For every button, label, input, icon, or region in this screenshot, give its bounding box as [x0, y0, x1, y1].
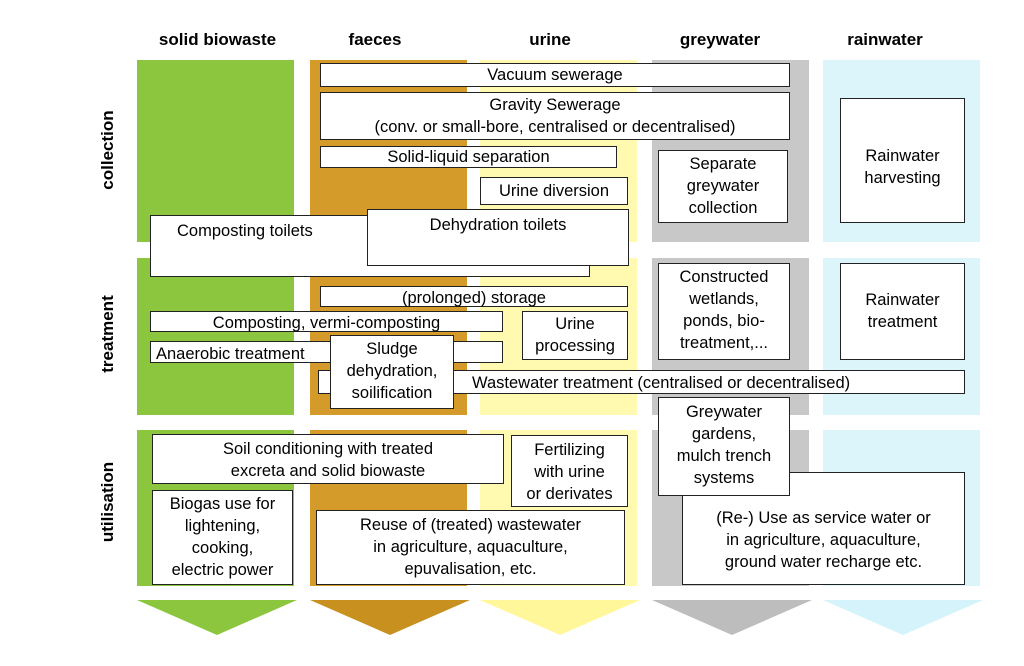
- box-greywater-gardens: Greywater gardens, mulch trench systems: [658, 397, 790, 496]
- box-fertilizing-line1: Fertilizing: [534, 441, 605, 459]
- box-constructed-line1: Constructed: [679, 268, 769, 286]
- box-separate-greywater-line2: greywater: [686, 177, 760, 195]
- header-greywater: greywater: [679, 30, 761, 49]
- box-anaerobic-treatment-text: Anaerobic treatment: [156, 345, 305, 363]
- row-label-utilisation: utilisation: [98, 461, 117, 543]
- box-sludge-line3: soilification: [351, 384, 433, 402]
- box-gravity-sewerage-line2: (conv. or small-bore, centralised or dec…: [374, 118, 736, 136]
- box-vacuum-sewerage: Vacuum sewerage: [320, 63, 790, 87]
- box-urine-diversion-text: Urine diversion: [498, 182, 610, 200]
- box-biogas-line3: cooking,: [191, 539, 254, 557]
- box-composting-vermi: Composting, vermi-composting: [150, 311, 503, 332]
- box-fertilizing-line3: or derivates: [526, 485, 613, 503]
- box-greywater-gardens-line3: mulch trench: [676, 447, 772, 465]
- box-biogas-line4: electric power: [171, 561, 274, 579]
- band-solid-biowaste-treatment: [137, 258, 294, 415]
- box-constructed-wetlands: Constructed wetlands, ponds, bio- treatm…: [658, 263, 790, 360]
- box-gravity-sewerage-line1: Gravity Sewerage: [489, 96, 621, 114]
- arrow-solid-biowaste: [137, 600, 297, 635]
- box-solid-liquid-separation: Solid-liquid separation: [320, 146, 617, 168]
- header-rainwater: rainwater: [847, 30, 923, 49]
- box-constructed-line4: treatment,...: [679, 334, 769, 352]
- box-rainwater-treatment-line1: Rainwater: [865, 291, 940, 309]
- band-solid-biowaste-collection: [137, 60, 294, 242]
- box-service-water-line2: in agriculture, aquaculture,: [726, 531, 921, 549]
- header-urine: urine: [529, 30, 571, 49]
- header-solid-biowaste: solid biowaste: [158, 30, 277, 49]
- box-biogas-line1: Biogas use for: [169, 495, 276, 513]
- box-separate-greywater-line1: Separate: [689, 155, 757, 173]
- box-constructed-line3: ponds, bio-: [683, 312, 765, 330]
- box-service-water-line1: (Re-) Use as service water or: [716, 509, 931, 527]
- box-rainwater-harvesting: Rainwater harvesting: [840, 98, 965, 223]
- box-rainwater-treatment: Rainwater treatment: [840, 263, 965, 360]
- box-sludge-line2: dehydration,: [346, 362, 438, 380]
- box-sludge-dehydration: Sludge dehydration, soilification: [330, 335, 454, 409]
- box-dehydration-toilets: Dehydration toilets: [367, 209, 629, 266]
- box-urine-processing-line1: Urine: [555, 315, 595, 333]
- box-fertilizing: Fertilizing with urine or derivates: [511, 435, 628, 507]
- box-reuse-line2: in agriculture, aquaculture,: [373, 538, 568, 556]
- row-label-treatment: treatment: [98, 295, 117, 373]
- box-constructed-line2: wetlands,: [689, 290, 759, 308]
- box-vacuum-sewerage-text: Vacuum sewerage: [487, 66, 623, 84]
- box-sludge-line1: Sludge: [366, 340, 418, 358]
- arrow-urine: [480, 600, 640, 635]
- box-separate-greywater: Separate greywater collection: [658, 150, 788, 223]
- arrow-greywater: [652, 600, 812, 635]
- box-urine-processing-line2: processing: [535, 337, 615, 355]
- box-soil-conditioning-line2: excreta and solid biowaste: [230, 462, 426, 480]
- box-reuse-line1: Reuse of (treated) wastewater: [359, 516, 582, 534]
- box-biogas: Biogas use for lightening, cooking, elec…: [152, 490, 293, 585]
- box-reuse-wastewater: Reuse of (treated) wastewater in agricul…: [316, 510, 625, 585]
- box-soil-conditioning: Soil conditioning with treated excreta a…: [152, 434, 504, 484]
- box-rainwater-harvesting-line2: harvesting: [864, 169, 941, 187]
- box-greywater-gardens-line4: systems: [693, 469, 755, 487]
- box-gravity-sewerage: Gravity Sewerage (conv. or small-bore, c…: [320, 92, 790, 140]
- box-greywater-gardens-line2: gardens,: [691, 425, 757, 443]
- header-faeces: faeces: [348, 30, 402, 49]
- box-reuse-line3: epuvalisation, etc.: [404, 560, 537, 578]
- box-prolonged-storage: (prolonged) storage: [320, 286, 628, 307]
- box-rainwater-treatment-line2: treatment: [867, 313, 938, 331]
- box-composting-toilets-text: Composting toilets: [177, 222, 313, 240]
- box-greywater-gardens-line1: Greywater: [685, 403, 763, 421]
- arrow-rainwater: [823, 600, 983, 635]
- arrow-faeces: [310, 600, 470, 635]
- box-dehydration-toilets-text: Dehydration toilets: [429, 216, 567, 234]
- box-biogas-line2: lightening,: [184, 517, 261, 535]
- box-fertilizing-line2: with urine: [534, 463, 605, 481]
- box-solid-liquid-separation-text: Solid-liquid separation: [387, 148, 550, 166]
- box-prolonged-storage-text: (prolonged) storage: [401, 289, 546, 307]
- box-urine-diversion: Urine diversion: [480, 177, 628, 205]
- box-urine-processing: Urine processing: [522, 311, 628, 360]
- box-service-water-line3: ground water recharge etc.: [724, 553, 923, 571]
- box-rainwater-harvesting-line1: Rainwater: [865, 147, 940, 165]
- box-soil-conditioning-line1: Soil conditioning with treated: [222, 440, 434, 458]
- box-composting-vermi-text: Composting, vermi-composting: [212, 314, 441, 332]
- box-separate-greywater-line3: collection: [688, 199, 758, 217]
- box-wastewater-treatment-text: Wastewater treatment (centralised or dec…: [472, 374, 851, 392]
- row-label-collection: collection: [98, 110, 117, 190]
